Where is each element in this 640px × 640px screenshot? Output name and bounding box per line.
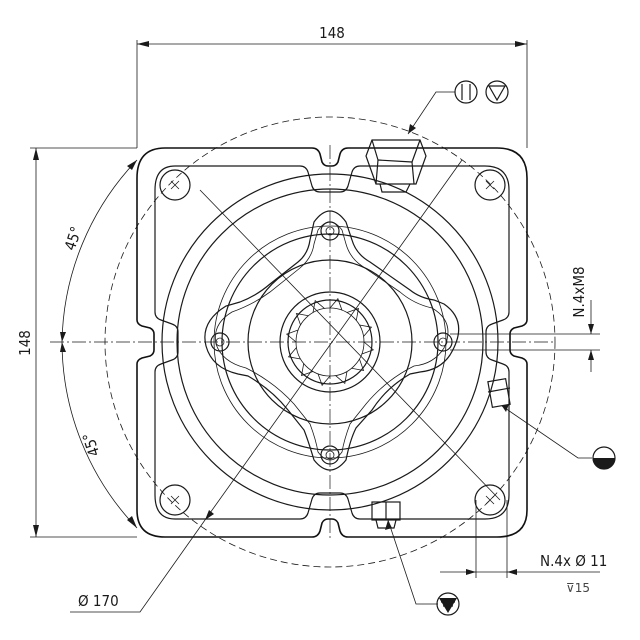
cover-plate: [204, 210, 460, 471]
central-hub: [247, 259, 413, 425]
dim-width-label: 148: [319, 24, 345, 42]
angle-bottom-label: 45°: [79, 430, 104, 458]
level-indicator-symbol: [592, 446, 616, 470]
dim-threaded-holes: [450, 300, 600, 372]
spline-tooth: [287, 347, 301, 360]
drain-plug: [371, 501, 401, 529]
threaded-holes-label: N.4xM8: [570, 266, 588, 317]
spline-tooth: [329, 297, 343, 311]
cover-bolts: [210, 221, 453, 465]
spline-tooth: [351, 358, 365, 371]
center-lines: [50, 145, 555, 540]
drain-plug-symbol: [436, 592, 460, 616]
depth-label: ⊽15: [566, 581, 590, 595]
leader-lines: [70, 91, 592, 613]
spline-tooth: [359, 324, 373, 337]
pitch-circle: [104, 116, 556, 568]
spline-teeth: [285, 297, 375, 387]
cover-plate-inner: [214, 221, 449, 461]
spline-tooth: [285, 329, 299, 343]
dim-width-top: [136, 40, 528, 148]
breather-plug: [365, 139, 427, 193]
dim-through-holes: [440, 500, 600, 578]
corner-holes: [159, 169, 506, 516]
spline-tooth: [335, 371, 348, 385]
dim-height-label: 148: [16, 330, 34, 356]
bolt-circle-label: Ø 170: [78, 592, 119, 610]
spline-tooth: [317, 373, 331, 387]
angle-top-label: 45°: [61, 224, 86, 252]
level-plug: [487, 377, 511, 409]
dim-height-left: [30, 147, 137, 538]
angle-arcs: [61, 159, 138, 529]
through-holes-label: N.4x Ø 11: [540, 552, 607, 570]
spline-tooth: [346, 307, 359, 321]
spline-tooth: [312, 299, 325, 313]
spline-tooth: [301, 363, 314, 377]
spline-tooth: [295, 313, 309, 326]
spline-tooth: [361, 341, 375, 355]
filler-breather-symbol: [454, 80, 509, 104]
angle-arrows: [60, 160, 137, 528]
diagonal-line-2: [199, 189, 501, 501]
leader-arrows: [205, 124, 509, 530]
diagonal-line: [204, 159, 463, 521]
flange-outline: [136, 147, 528, 538]
housing-body: [161, 173, 499, 511]
